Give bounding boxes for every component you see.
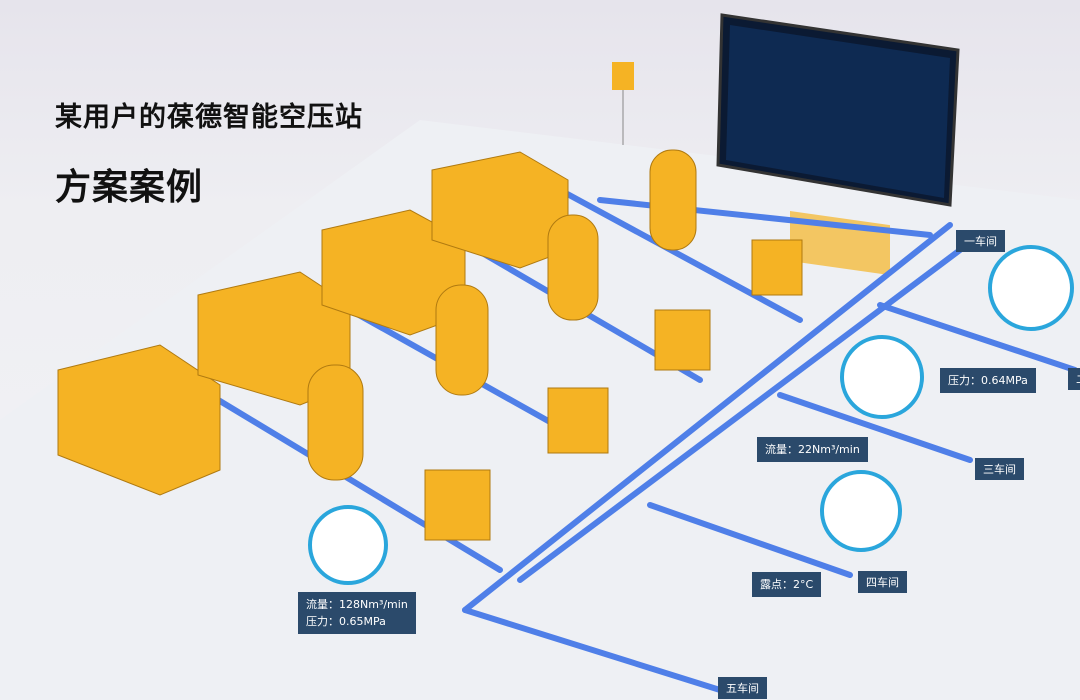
air-tanks <box>307 149 697 481</box>
air-dryers <box>424 239 803 541</box>
workshop-5-label: 五车间 <box>718 677 767 699</box>
page-title: 某用户的葆德智能空压站 <box>55 102 363 133</box>
workshop-3-label: 三车间 <box>975 458 1024 480</box>
workshop-1-label: 一车间 <box>956 230 1005 252</box>
main-line-readings: 流量：128Nm³/min 压力：0.65MPa <box>298 592 416 634</box>
branch-pressure-reading: 压力：0.64MPa <box>940 368 1036 393</box>
flow-meter-bubble <box>840 335 924 419</box>
workshop-2-label: 二 <box>1068 368 1080 390</box>
dewpoint-sensor-bubble <box>820 470 902 552</box>
main-header-pipe <box>462 222 953 613</box>
wall-sensor <box>612 62 634 90</box>
pressure-gauge-bubble <box>988 245 1074 331</box>
branch-flow-reading: 流量：22Nm³/min <box>757 437 868 462</box>
page-subtitle: 方案案例 <box>55 167 204 208</box>
floor <box>0 120 1080 700</box>
workshop-4-label: 四车间 <box>858 571 907 593</box>
main-pressure-reading: 压力：0.65MPa <box>306 615 386 628</box>
main-flow-meter-bubble <box>308 505 388 585</box>
main-flow-reading: 流量：128Nm³/min <box>306 598 408 611</box>
monitoring-dashboard-screen <box>716 13 960 276</box>
dewpoint-reading: 露点：2°C <box>752 572 822 597</box>
air-compressors <box>57 151 569 496</box>
